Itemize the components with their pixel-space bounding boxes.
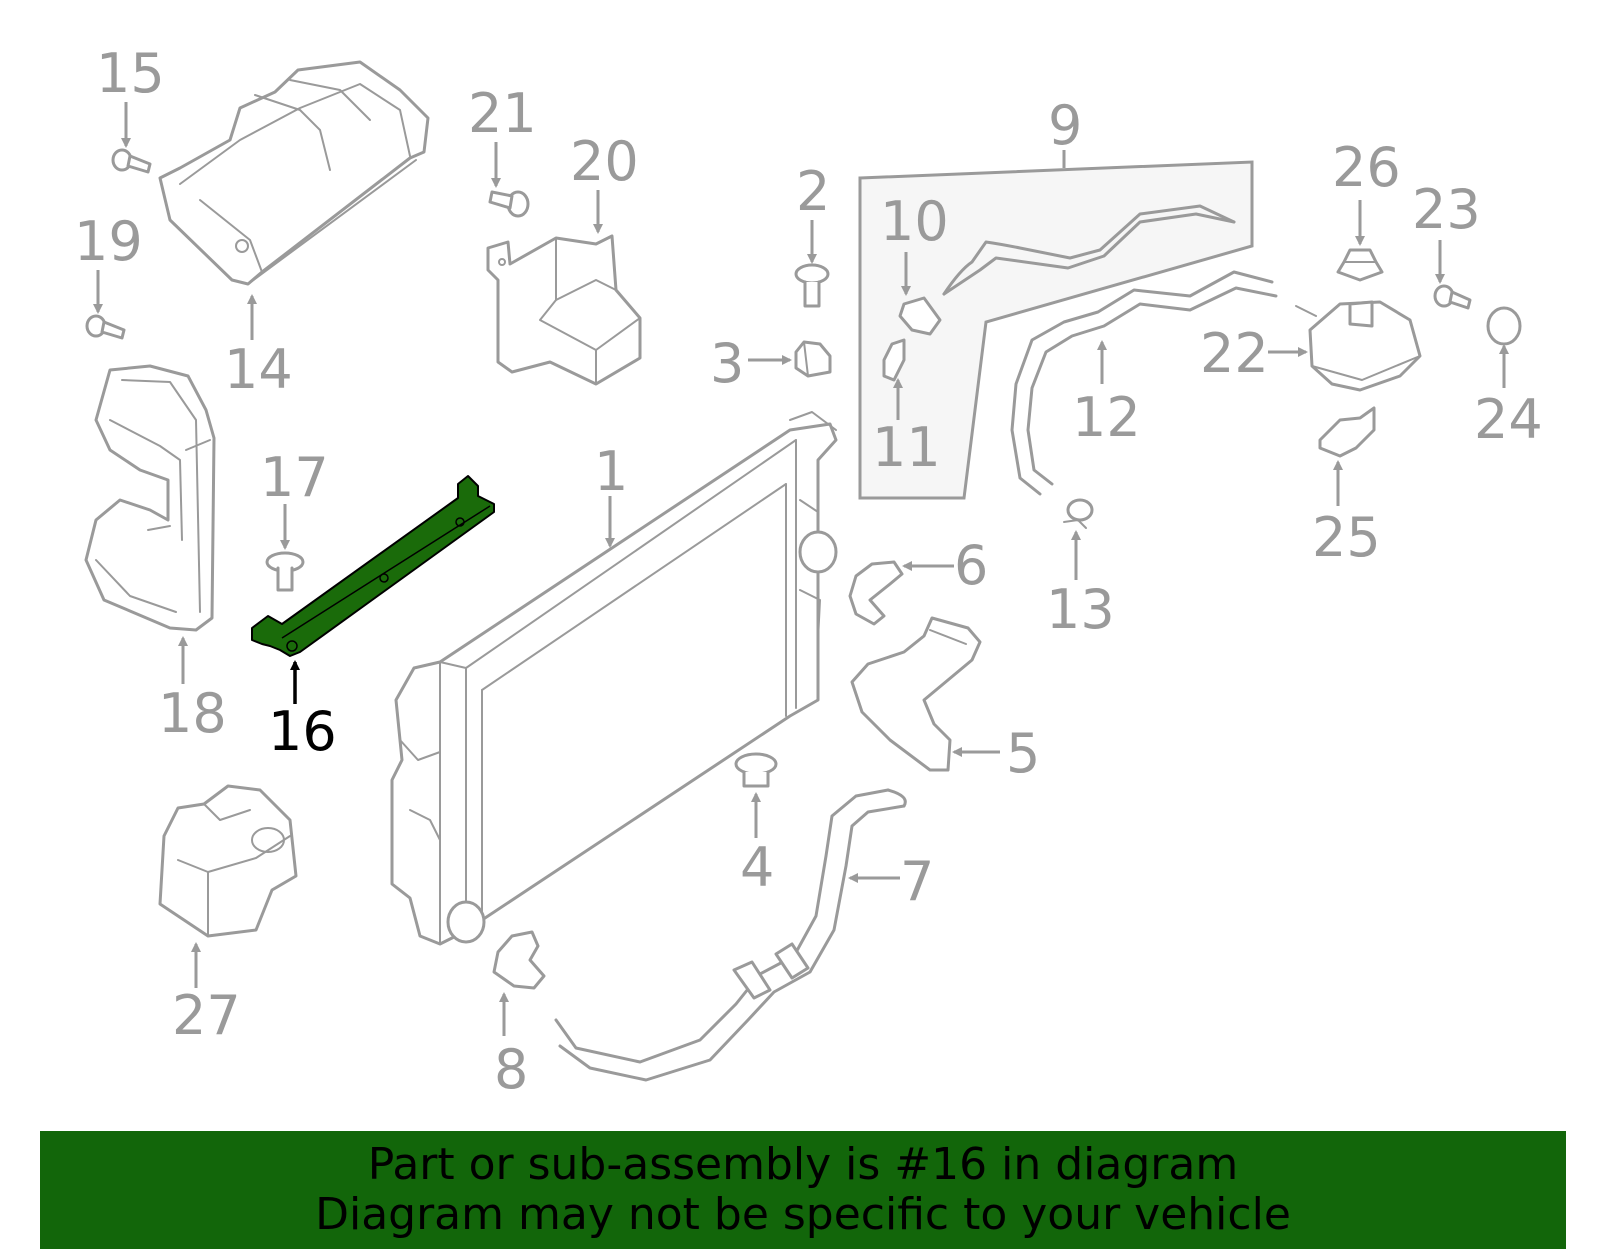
callout-20: 20: [570, 130, 639, 193]
leader-lines: [93, 102, 1509, 1036]
part-17-clip: [265, 551, 305, 592]
info-banner: Part or sub-assembly is #16 in diagram D…: [40, 1131, 1566, 1249]
callout-13: 13: [1046, 578, 1115, 641]
callout-26: 26: [1332, 136, 1401, 199]
part-18-shroud-seal: [84, 364, 216, 632]
part-3-nut-clip: [794, 340, 832, 378]
part-22-reservoir: [1295, 300, 1422, 392]
callout-27: 27: [172, 984, 241, 1047]
callout-11: 11: [872, 416, 941, 479]
callout-1: 1: [594, 440, 628, 503]
part-10-clamp: [898, 296, 942, 336]
callout-23: 23: [1412, 178, 1481, 241]
part-4-grommet: [734, 752, 778, 788]
callout-25: 25: [1312, 506, 1381, 569]
part-8-clamp: [492, 930, 546, 990]
hose-kit-group-box: [858, 160, 1254, 500]
part-9-reservoir-hose: [942, 204, 1236, 296]
callout-17: 17: [260, 446, 329, 509]
part-24-plug: [1486, 306, 1522, 346]
callout-19: 19: [74, 210, 143, 273]
callout-18: 18: [158, 682, 227, 745]
callout-labels: 15 19 14 17 18 16 21 20 2 3 1 9 10 11 12…: [74, 42, 1543, 1101]
part-2-clip: [794, 263, 830, 308]
callout-21: 21: [468, 82, 537, 145]
part-19-bolt: [85, 314, 126, 340]
callout-12: 12: [1072, 386, 1141, 449]
part-6-clamp: [848, 560, 904, 626]
part-5-upper-hose: [850, 616, 982, 772]
callout-6: 6: [954, 534, 988, 597]
part-27-module: [158, 784, 298, 938]
part-12-overflow-hose: [1010, 270, 1278, 496]
callout-14: 14: [224, 338, 293, 401]
part-11-clip: [882, 338, 906, 382]
callout-15: 15: [96, 42, 165, 105]
callout-10: 10: [880, 190, 949, 253]
callout-5: 5: [1006, 722, 1040, 785]
part-25-bracket: [1318, 406, 1376, 458]
callout-3: 3: [710, 332, 744, 395]
callout-9: 9: [1048, 94, 1082, 157]
part-13-clamp: [1063, 498, 1094, 529]
banner-line-1: Part or sub-assembly is #16 in diagram: [367, 1139, 1239, 1190]
part-16-support-bar: [251, 475, 495, 657]
callout-22: 22: [1200, 322, 1269, 385]
part-20-air-guide: [486, 234, 642, 386]
callout-7: 7: [900, 850, 934, 913]
part-14-engine-cover: [158, 60, 430, 286]
part-26-cap: [1336, 248, 1384, 282]
part-21-bolt: [488, 190, 530, 218]
callout-2: 2: [796, 160, 830, 223]
callout-8: 8: [494, 1038, 528, 1101]
callout-16: 16: [268, 700, 337, 763]
part-7-lower-hose: [554, 788, 907, 1082]
part-15-bolt: [111, 148, 152, 174]
callout-24: 24: [1474, 388, 1543, 451]
callout-4: 4: [740, 836, 774, 899]
part-1-radiator: [390, 411, 838, 946]
part-23-bolt: [1433, 284, 1472, 310]
banner-line-2: Diagram may not be specific to your vehi…: [315, 1189, 1291, 1240]
